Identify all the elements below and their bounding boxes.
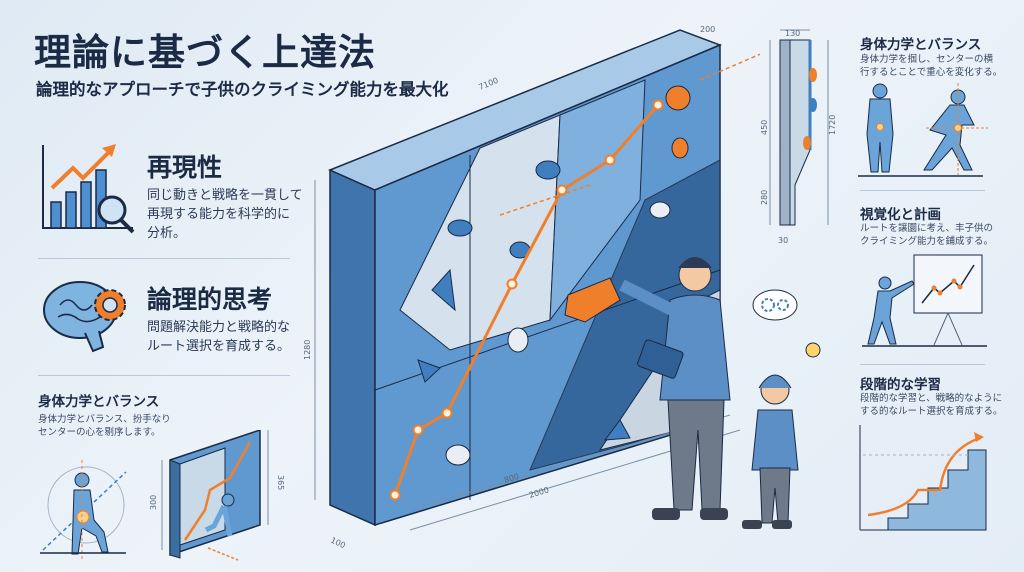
text-line: ルート選択を育成する。 — [147, 339, 291, 354]
dimension-label: 450 — [760, 120, 769, 135]
text-line: 身体力学とバランス、扮手なり — [38, 414, 171, 425]
balance-figure-icon — [40, 460, 127, 562]
text-line: 分析。 — [147, 226, 187, 241]
divider — [860, 190, 985, 191]
dimension-label: 130 — [785, 29, 800, 38]
text-line: 再現する能力を科学的に — [147, 207, 291, 222]
dimension-label: 1720 — [828, 115, 837, 135]
text-line: 身体力学を掴し、センターの横 — [860, 54, 994, 65]
tablet-icon — [637, 339, 684, 379]
text-line: 段階的な学習と、戦略的なように — [860, 393, 1003, 404]
wall-section-diagram: 130 450 280 1720 30 — [760, 29, 837, 245]
section-heading: 再現性 — [147, 153, 223, 182]
page-subtitle: 論理的なアプローチで子供のクライミング能力を最大化 — [36, 80, 449, 99]
dimension-label: 365 — [276, 475, 285, 490]
text-line: 行するとことで重心を変化する。 — [860, 67, 1003, 78]
divider — [860, 364, 985, 365]
dimension-label: 2000 — [528, 485, 550, 500]
chart-magnifier-icon — [42, 144, 135, 234]
posture-figures-icon — [858, 83, 988, 177]
text-line: する的なルート選択を育成する。 — [860, 406, 1003, 417]
section-heading: 身体力学とバランス — [860, 37, 982, 53]
dimension-label: 100 — [329, 536, 347, 550]
section-text: 問題解決能力と戦略的な ルート選択を育成する。 — [147, 318, 290, 356]
divider — [38, 258, 290, 259]
section-heading: 段階的な学習 — [860, 377, 941, 393]
wall-side — [329, 168, 376, 527]
section-text: 身体力学を掴し、センターの横 行するとことで重心を変化する。 — [860, 53, 1002, 79]
text-line: ルートを譲圜に考え、丰子供の — [860, 223, 994, 234]
presentation-icon — [862, 254, 987, 347]
page-title: 理論に基づく上達法 — [34, 31, 376, 74]
section-text: ルートを譲圜に考え、丰子供の クライミング能力を鋪成する。 — [860, 222, 993, 248]
dimension-label: 200 — [700, 25, 715, 34]
section-heading: 身体力学とバランス — [38, 394, 160, 410]
section-heading: 視覚化と計画 — [860, 207, 941, 223]
text-line: センターの心を剔序します。 — [38, 427, 161, 438]
brain-gear-icon — [43, 281, 126, 353]
text-line: 問題解決能力と戦略的な — [147, 320, 291, 335]
dimension-label: 280 — [760, 190, 769, 205]
section-text: 同じ動きと戦略を一貫して 再現する能力を科学的に 分析。 — [147, 186, 303, 243]
dimension-label: 800 — [503, 472, 520, 485]
divider — [38, 375, 290, 376]
dimension-label: 300 — [150, 495, 158, 510]
dimension-label: 7100 — [477, 76, 499, 92]
text-line: クライミング能力を鋪成する。 — [860, 236, 994, 247]
section-text: 身体力学とバランス、扮手なり センターの心を剔序します。 — [38, 413, 171, 439]
lightbulb-icon — [805, 342, 821, 358]
section-heading: 論理的思考 — [147, 285, 273, 314]
dimension-label: 30 — [778, 236, 788, 245]
dimension-label: 1280 — [303, 340, 312, 360]
staircase-progress-icon — [859, 425, 987, 531]
section-text: 段階的な学習と、戦略的なように する的なルート選択を育成する。 — [860, 392, 1003, 418]
helmet-icon — [758, 374, 792, 389]
mini-wall-diagram: 300 365 — [150, 430, 285, 561]
text-line: 同じ動きと戦略を一貫して — [147, 188, 303, 203]
instructor-child-illustration — [619, 257, 821, 529]
highlighted-hold — [564, 277, 621, 323]
